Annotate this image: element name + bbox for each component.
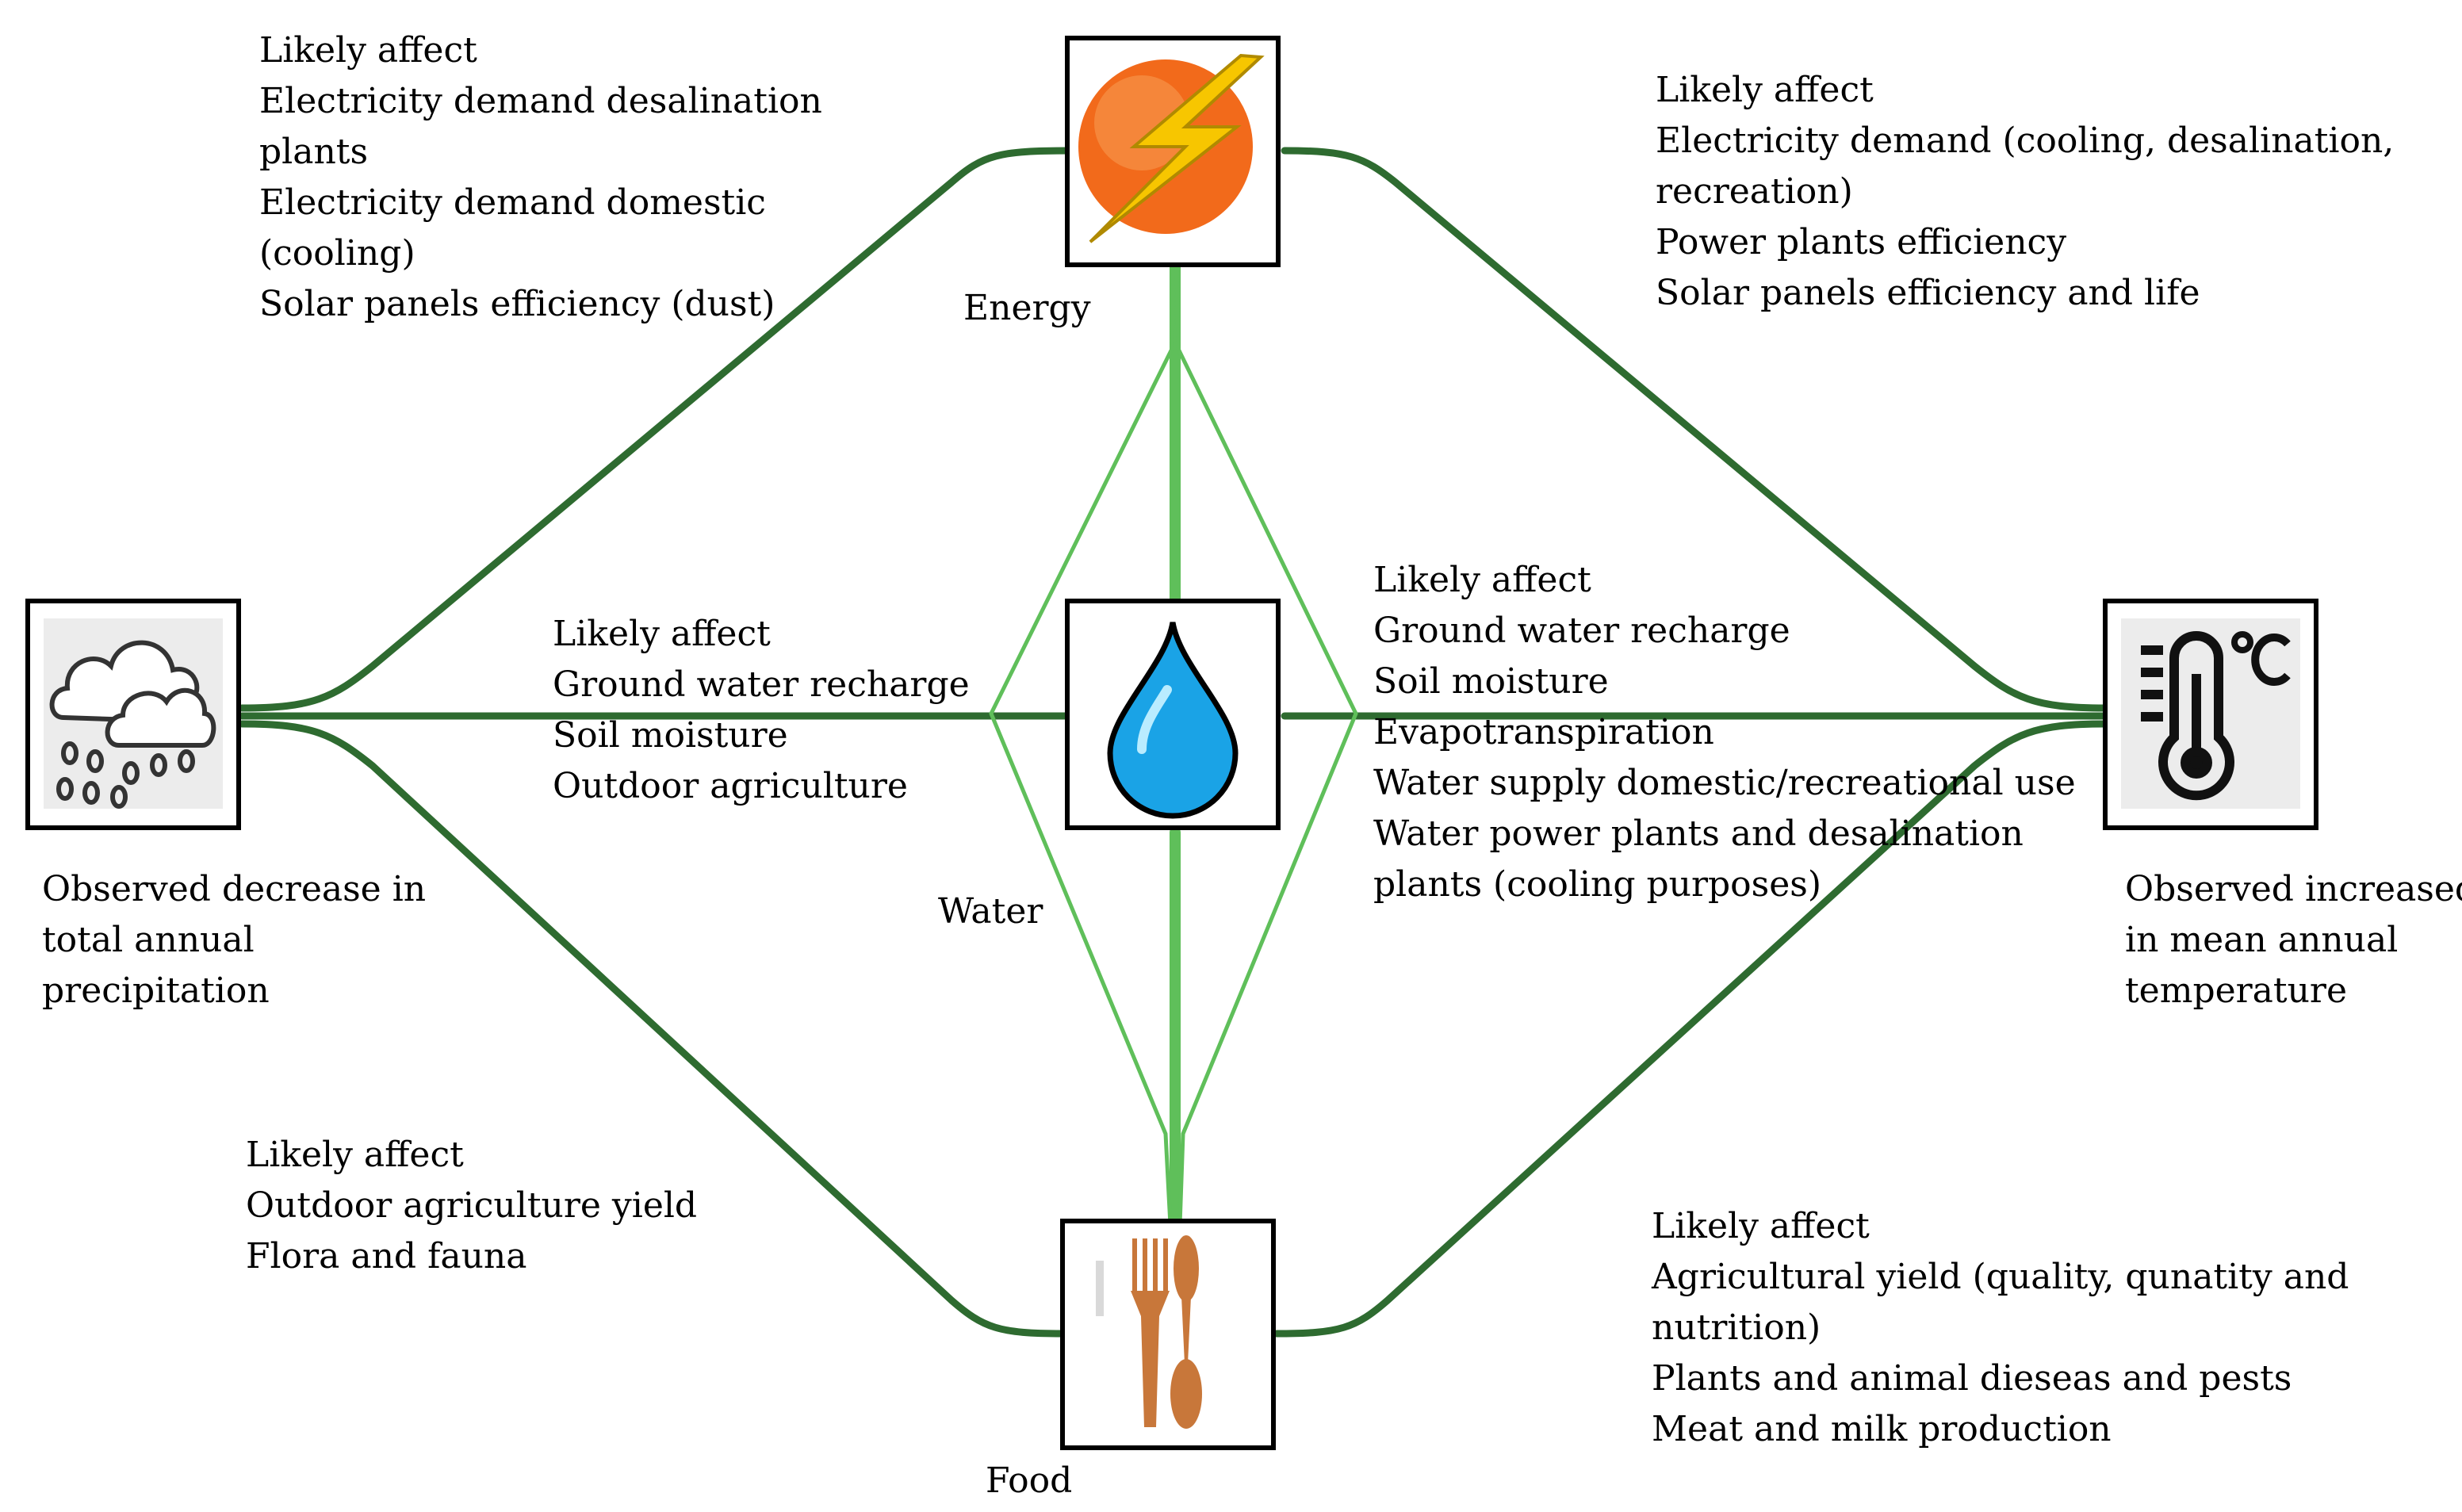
energy-node xyxy=(1065,36,1281,267)
temperature-label: Observed increased in mean annual temper… xyxy=(2125,869,2462,1011)
link-precipitation-energy xyxy=(238,147,1074,712)
effects-mid-left: Likely affect Ground water recharge Soil… xyxy=(553,614,970,806)
connection-lines xyxy=(238,147,2109,1338)
rain-cloud-icon xyxy=(49,640,216,809)
thermometer-icon xyxy=(2141,631,2291,801)
lightning-bolt-icon xyxy=(1078,53,1265,243)
effects-mid-right: Likely affect Ground water recharge Soil… xyxy=(1373,560,2076,905)
effects-top-left: Likely affect Electricity demand desalin… xyxy=(259,30,822,324)
water-drop-icon xyxy=(1107,622,1239,819)
link-precipitation-food xyxy=(238,720,1066,1338)
effects-bottom-right: Likely affect Agricultural yield (qualit… xyxy=(1652,1206,2349,1449)
link-energy-food-right xyxy=(1174,263,1358,1227)
fork-spoon-icon xyxy=(1096,1235,1202,1429)
temperature-node xyxy=(2103,599,2318,830)
link-temperature-food xyxy=(1273,720,2109,1338)
energy-label: Energy xyxy=(963,288,1091,328)
food-node xyxy=(1060,1219,1276,1450)
water-node xyxy=(1065,599,1281,830)
food-label: Food xyxy=(986,1460,1073,1501)
water-label: Water xyxy=(938,891,1043,932)
link-temperature-energy xyxy=(1281,147,2109,712)
precipitation-node xyxy=(25,599,241,830)
link-energy-food-left xyxy=(989,263,1176,1227)
effects-bottom-left: Likely affect Outdoor agriculture yield … xyxy=(246,1135,698,1277)
effects-top-right: Likely affect Electricity demand (coolin… xyxy=(1656,70,2395,313)
precipitation-label: Observed decrease in total annual precip… xyxy=(42,869,427,1011)
